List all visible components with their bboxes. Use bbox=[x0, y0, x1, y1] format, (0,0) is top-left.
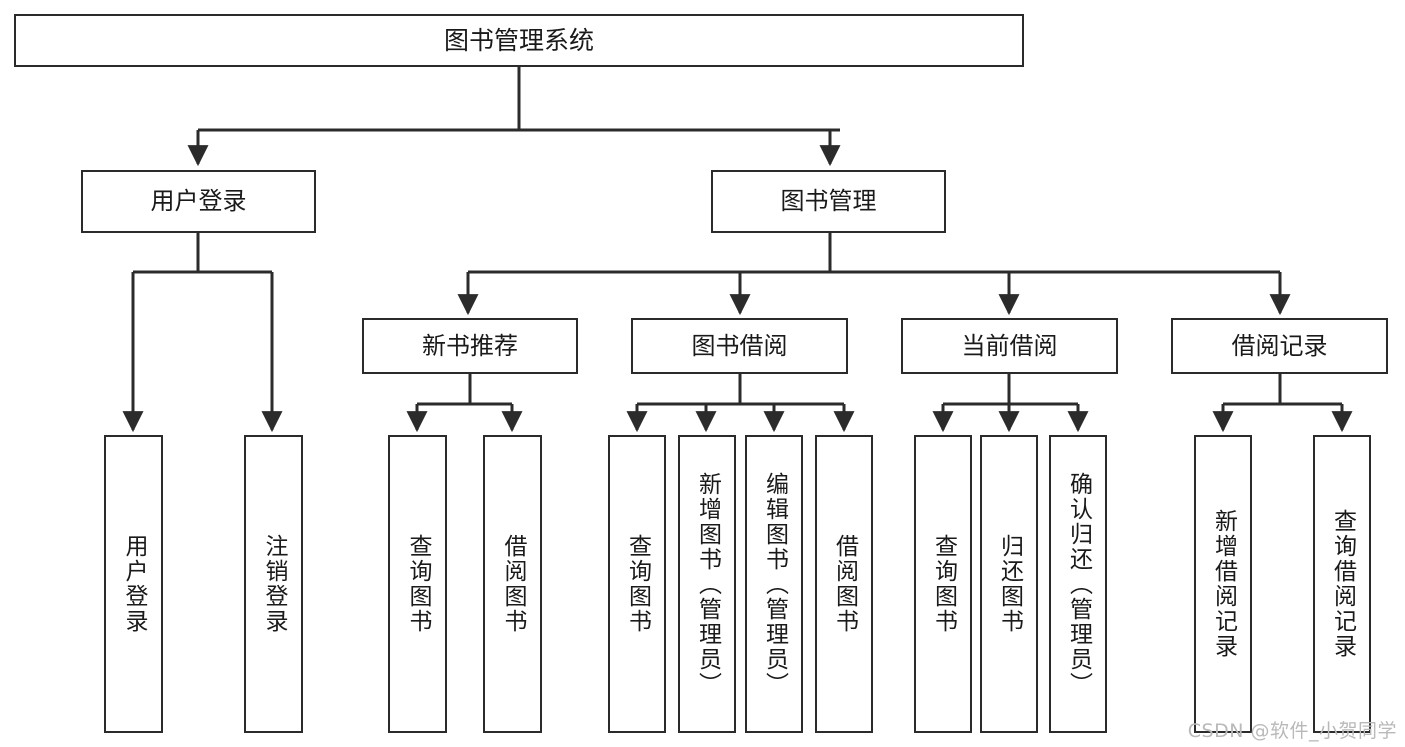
node-leaf-query-book-2[interactable]: 查询图书 bbox=[608, 435, 666, 733]
node-root[interactable]: 图书管理系统 bbox=[14, 14, 1024, 67]
node-leaf-query-book-3[interactable]: 查询图书 bbox=[914, 435, 972, 733]
node-leaf-confirm-return-label: 确认归还（管理员） bbox=[1065, 471, 1092, 697]
node-borrow-record-label: 借阅记录 bbox=[1231, 331, 1328, 360]
node-new-book-recommend[interactable]: 新书推荐 bbox=[362, 318, 578, 374]
node-book-management-label: 图书管理 bbox=[780, 187, 877, 216]
node-leaf-query-book-1-label: 查询图书 bbox=[405, 534, 431, 634]
node-book-borrow[interactable]: 图书借阅 bbox=[631, 318, 848, 374]
node-leaf-confirm-return[interactable]: 确认归还（管理员） bbox=[1049, 435, 1107, 733]
node-leaf-query-book-3-label: 查询图书 bbox=[930, 534, 957, 634]
node-leaf-add-book[interactable]: 新增图书（管理员） bbox=[678, 435, 736, 733]
node-leaf-borrow-book-1[interactable]: 借阅图书 bbox=[483, 435, 542, 733]
node-leaf-borrow-book-1-label: 借阅图书 bbox=[500, 534, 526, 634]
node-current-borrow[interactable]: 当前借阅 bbox=[901, 318, 1118, 374]
node-leaf-add-book-label: 新增图书（管理员） bbox=[694, 471, 721, 697]
node-borrow-record[interactable]: 借阅记录 bbox=[1171, 318, 1388, 374]
node-leaf-add-record-label: 新增借阅记录 bbox=[1210, 509, 1237, 659]
node-current-borrow-label: 当前借阅 bbox=[961, 331, 1058, 360]
node-leaf-return-book-label: 归还图书 bbox=[996, 534, 1023, 634]
node-book-borrow-label: 图书借阅 bbox=[691, 331, 788, 360]
node-leaf-return-book[interactable]: 归还图书 bbox=[980, 435, 1038, 733]
node-user-login-label: 用户登录 bbox=[150, 187, 247, 216]
node-leaf-edit-book[interactable]: 编辑图书（管理员） bbox=[745, 435, 803, 733]
node-leaf-user-login-label: 用户登录 bbox=[121, 534, 147, 634]
node-leaf-edit-book-label: 编辑图书（管理员） bbox=[761, 471, 788, 697]
node-leaf-add-record[interactable]: 新增借阅记录 bbox=[1194, 435, 1252, 733]
watermark-text: CSDN @软件_小贺同学 bbox=[1187, 720, 1397, 742]
node-leaf-logout-login[interactable]: 注销登录 bbox=[244, 435, 303, 733]
node-leaf-query-record[interactable]: 查询借阅记录 bbox=[1313, 435, 1371, 733]
node-leaf-user-login[interactable]: 用户登录 bbox=[104, 435, 163, 733]
node-new-book-recommend-label: 新书推荐 bbox=[422, 331, 518, 360]
node-root-label: 图书管理系统 bbox=[443, 25, 594, 55]
node-leaf-borrow-book-2-label: 借阅图书 bbox=[831, 534, 858, 634]
node-leaf-query-book-1[interactable]: 查询图书 bbox=[388, 435, 447, 733]
node-leaf-query-book-2-label: 查询图书 bbox=[624, 534, 651, 634]
node-book-management[interactable]: 图书管理 bbox=[711, 170, 946, 233]
node-leaf-logout-login-label: 注销登录 bbox=[261, 534, 287, 634]
node-leaf-query-record-label: 查询借阅记录 bbox=[1329, 509, 1356, 659]
node-user-login[interactable]: 用户登录 bbox=[81, 170, 316, 233]
node-leaf-borrow-book-2[interactable]: 借阅图书 bbox=[815, 435, 873, 733]
